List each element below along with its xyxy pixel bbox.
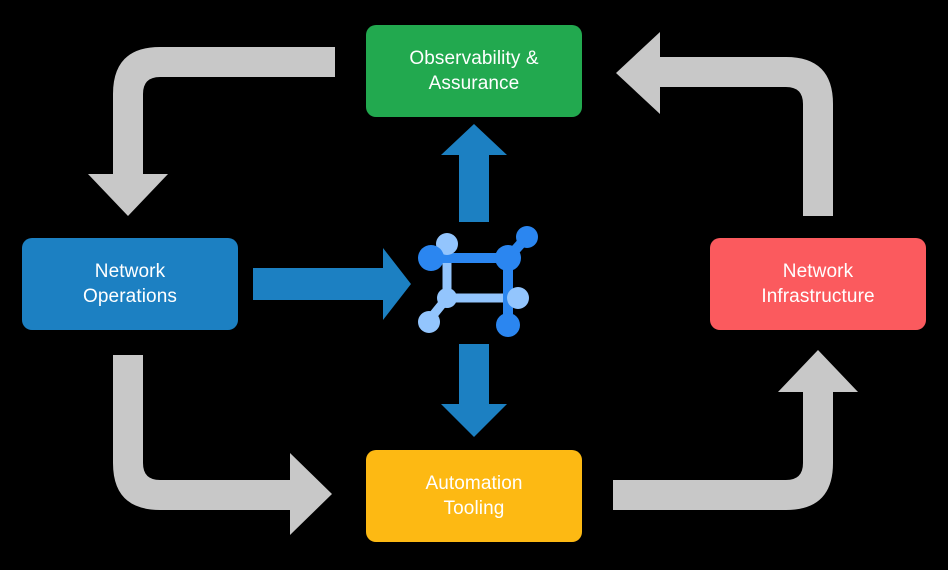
- gray-arrow-automation-to-infrastructure: [613, 350, 858, 510]
- network-graph-icon: [418, 226, 538, 337]
- node-box-network-operations[interactable]: Network Operations: [22, 238, 238, 330]
- node-box-observability-assurance[interactable]: Observability & Assurance: [366, 25, 582, 117]
- blue-arrow-netops-to-center: [253, 248, 411, 320]
- node-box-automation-tooling[interactable]: Automation Tooling: [366, 450, 582, 542]
- blue-arrow-center-to-observability: [441, 124, 507, 222]
- gray-arrow-infrastructure-to-observability: [616, 32, 833, 216]
- gray-arrow-observability-to-netops: [88, 47, 335, 216]
- blue-arrow-center-to-automation: [441, 344, 507, 437]
- node-box-network-infrastructure[interactable]: Network Infrastructure: [710, 238, 926, 330]
- network-icon-nodes: [418, 226, 538, 337]
- gray-arrow-netops-to-automation: [113, 355, 332, 535]
